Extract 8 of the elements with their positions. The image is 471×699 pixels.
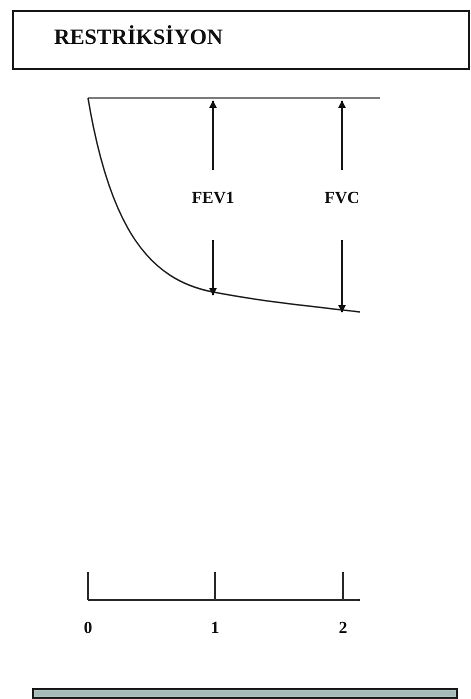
tick-label: 1: [210, 618, 220, 638]
empty-box: [32, 688, 458, 699]
title-box: [12, 10, 470, 70]
tick-label: 2: [338, 618, 348, 638]
tick-label: 0: [84, 618, 92, 638]
measure-label: FEV1: [192, 188, 234, 208]
measure-label: FVC: [324, 188, 360, 208]
heading-text: RESTRİKSİYON: [54, 24, 223, 50]
